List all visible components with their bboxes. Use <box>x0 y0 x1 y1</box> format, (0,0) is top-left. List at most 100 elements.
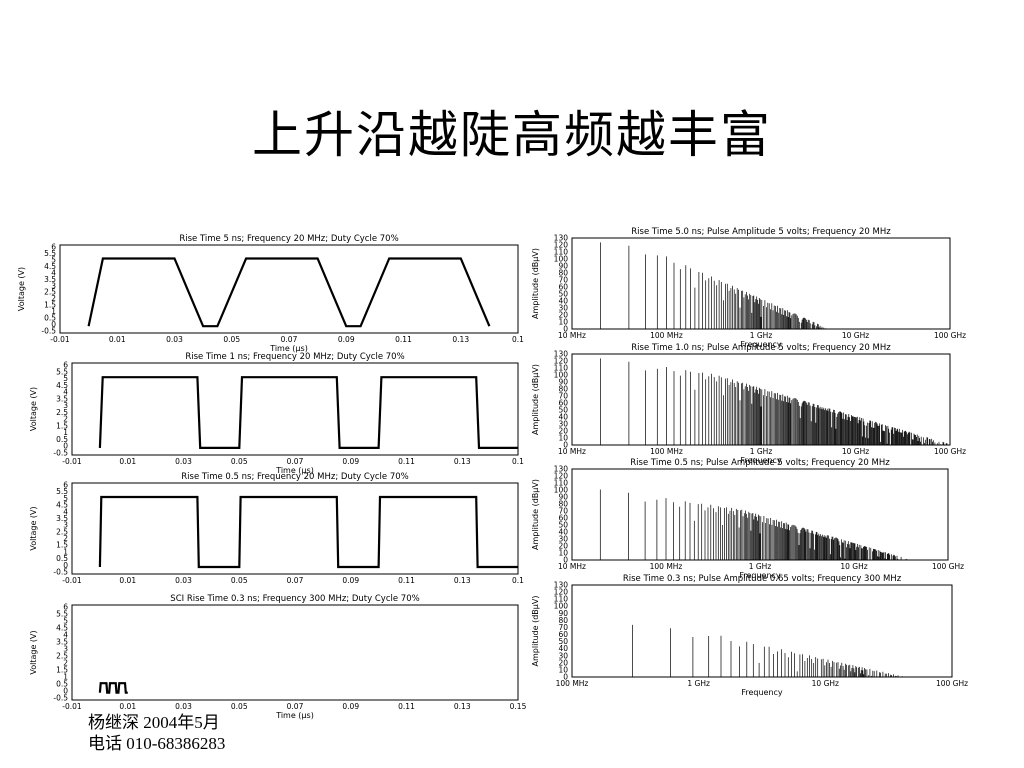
y-tick-label: 0.5 <box>56 554 68 563</box>
spectrum-lines <box>632 624 903 677</box>
y-tick-label: 1.5 <box>56 421 68 430</box>
y-tick-label: 90 <box>558 609 568 618</box>
y-tick-label: 5.5 <box>56 487 68 496</box>
chart-1: Rise Time 5 ns; Frequency 20 MHz; Duty C… <box>17 234 524 353</box>
spectrum-lines <box>600 242 830 329</box>
y-tick-label: 2.5 <box>56 527 68 536</box>
y-tick-label: 0 <box>563 325 568 334</box>
footer: 杨继深 2004年5月 电话 010-68386283 <box>88 712 225 754</box>
y-tick-label: 100 <box>554 602 569 611</box>
y-tick-label: -0.5 <box>41 327 56 336</box>
chart-4: SCI Rise Time 0.3 ns; Frequency 300 MHz;… <box>29 594 527 720</box>
plot-frame <box>71 482 519 575</box>
spectrum-lines <box>599 489 908 560</box>
y-axis-label: Voltage (V) <box>29 506 38 550</box>
y-tick-label: 1 <box>63 547 68 556</box>
chart-8: Rise Time 0.3 ns; Pulse Amplitude 0.65 v… <box>531 574 968 697</box>
y-tick-label: 6 <box>63 481 68 490</box>
chart-title: Rise Time 5 ns; Frequency 20 MHz; Duty C… <box>179 234 398 244</box>
y-tick-label: 90 <box>558 378 568 387</box>
chart-title: Rise Time 0.5 ns; Frequency 20 MHz; Duty… <box>181 472 408 482</box>
y-tick-label: 4.5 <box>56 501 68 510</box>
y-tick-label: 90 <box>558 493 568 502</box>
y-tick-label: 50 <box>558 406 568 415</box>
x-tick-label: 100 GHz <box>932 562 964 571</box>
y-tick-label: 30 <box>558 651 568 660</box>
x-tick-label: 100 MHz <box>650 447 683 456</box>
y-tick-label: 0 <box>51 320 56 329</box>
x-tick-label: 10 GHz <box>840 562 867 571</box>
x-tick-label: 0.09 <box>342 576 359 585</box>
y-tick-label: 5 <box>63 374 68 383</box>
x-tick-label: 10 MHz <box>558 447 586 456</box>
x-tick-label: 1 GHz <box>687 679 710 688</box>
y-tick-label: 50 <box>558 290 568 299</box>
y-tick-label: 80 <box>558 500 568 509</box>
y-tick-label: 80 <box>558 269 568 278</box>
y-tick-label: 10 <box>558 318 568 327</box>
y-tick-label: 110 <box>554 479 569 488</box>
chart-5: Rise Time 5.0 ns; Pulse Amplitude 5 volt… <box>531 227 966 349</box>
x-tick-label: 10 GHz <box>812 679 839 688</box>
y-tick-label: 30 <box>558 535 568 544</box>
chart-title: SCI Rise Time 0.3 ns; Frequency 300 MHz;… <box>170 594 419 604</box>
y-axis-label: Amplitude (dBμV) <box>531 248 540 319</box>
x-tick-label: 100 GHz <box>934 331 966 340</box>
x-tick-label: 0.03 <box>175 702 192 711</box>
x-tick-label: 1 GHz <box>749 562 772 571</box>
y-tick-label: 120 <box>554 588 569 597</box>
y-tick-label: 4 <box>63 388 68 397</box>
y-tick-label: 20 <box>558 542 568 551</box>
y-tick-label: -0.5 <box>53 449 68 458</box>
x-tick-label: -0.01 <box>62 576 82 585</box>
x-tick-label: 0.03 <box>175 576 192 585</box>
x-tick-label: -0.01 <box>50 335 70 344</box>
x-tick-label: 100 MHz <box>650 331 683 340</box>
y-tick-label: 80 <box>558 385 568 394</box>
y-tick-label: 30 <box>558 304 568 313</box>
y-tick-label: 0.5 <box>56 680 68 689</box>
x-axis-label: Frequency <box>741 688 783 697</box>
chart-title: Rise Time 0.5 ns; Pulse Amplitude 5 volt… <box>630 458 890 468</box>
x-tick-label: 0.05 <box>223 335 240 344</box>
y-tick-label: 1 <box>51 307 56 316</box>
y-tick-label: 0 <box>63 561 68 570</box>
x-tick-label: 0.05 <box>231 457 248 466</box>
y-tick-label: 1.5 <box>56 666 68 675</box>
x-tick-label: 0.01 <box>119 457 136 466</box>
y-tick-label: 2 <box>63 415 68 424</box>
y-tick-label: 50 <box>558 637 568 646</box>
y-tick-label: 70 <box>558 623 568 632</box>
x-tick-label: 0.11 <box>398 576 415 585</box>
x-tick-label: 10 MHz <box>558 331 586 340</box>
y-tick-label: 120 <box>554 357 569 366</box>
y-tick-label: 0 <box>563 441 568 450</box>
y-tick-label: 5 <box>63 494 68 503</box>
y-tick-label: 5.5 <box>56 367 68 376</box>
x-tick-label: 10 GHz <box>842 331 869 340</box>
y-tick-label: 110 <box>554 364 569 373</box>
y-tick-label: 80 <box>558 616 568 625</box>
y-tick-label: 6 <box>63 361 68 370</box>
x-tick-label: 0.07 <box>287 576 304 585</box>
y-tick-label: 90 <box>558 262 568 271</box>
x-tick-label: 10 GHz <box>842 447 869 456</box>
slide-title: 上升沿越陡高频越丰富 <box>252 106 772 164</box>
y-tick-label: 3.5 <box>44 275 56 284</box>
x-tick-label: 0.13 <box>454 576 471 585</box>
y-tick-label: 4 <box>63 631 68 640</box>
x-tick-label: 0.05 <box>231 702 248 711</box>
y-tick-label: 1 <box>63 673 68 682</box>
y-tick-label: 4 <box>51 268 56 277</box>
x-tick-label: 0.1 <box>512 457 524 466</box>
y-tick-label: 1.5 <box>56 541 68 550</box>
y-tick-label: 0 <box>63 687 68 696</box>
y-tick-label: -0.5 <box>53 694 68 703</box>
x-tick-label: 0.13 <box>454 457 471 466</box>
chart-title: Rise Time 1.0 ns; Pulse Amplitude 5 volt… <box>631 343 891 353</box>
x-tick-label: 0.1 <box>512 335 524 344</box>
y-tick-label: 3 <box>51 281 56 290</box>
x-tick-label: 0.11 <box>398 702 415 711</box>
x-tick-label: 0.09 <box>338 335 355 344</box>
